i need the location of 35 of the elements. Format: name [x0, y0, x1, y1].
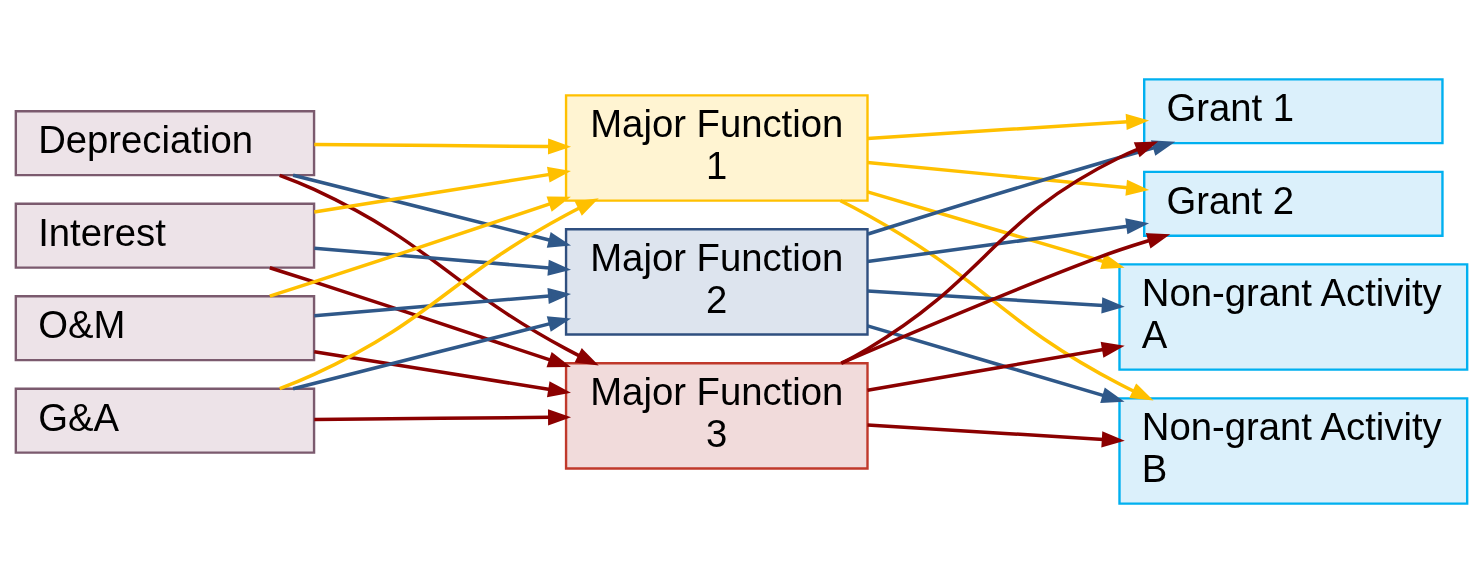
arrow	[279, 173, 599, 366]
arrow	[867, 139, 1176, 236]
node-box: Grant 1	[1143, 77, 1444, 144]
node-box: G&A	[14, 387, 316, 454]
arrow	[314, 287, 572, 317]
arrow	[314, 349, 571, 397]
arrow	[867, 288, 1125, 313]
arrow	[839, 198, 1154, 400]
node-box: Non-grant Activity B	[1118, 396, 1469, 505]
arrow	[314, 166, 571, 214]
arrow	[867, 217, 1150, 263]
arrow	[867, 323, 1125, 403]
node-box: Major Function 3	[564, 361, 869, 470]
node-box: Major Function 2	[564, 227, 869, 336]
node-box: Depreciation	[14, 109, 316, 176]
arrow	[840, 232, 1171, 365]
node-box: Non-grant Activity A	[1118, 262, 1469, 371]
node-box: Major Function 1	[564, 93, 869, 202]
node-box: Grant 2	[1143, 170, 1444, 237]
arrow	[314, 137, 572, 155]
arrow	[867, 422, 1125, 447]
arrow	[867, 113, 1150, 140]
arrow	[292, 315, 572, 390]
arrow	[292, 172, 572, 248]
arrow	[314, 245, 572, 276]
node-box: O&M	[14, 294, 316, 361]
arrow	[867, 341, 1125, 392]
arrow	[269, 265, 571, 367]
node-box: Interest	[14, 202, 316, 269]
arrow	[269, 196, 571, 298]
arrow	[279, 197, 599, 390]
arrow	[867, 189, 1125, 269]
arrow	[867, 160, 1150, 196]
arrow	[840, 140, 1159, 365]
arrow	[314, 408, 572, 425]
